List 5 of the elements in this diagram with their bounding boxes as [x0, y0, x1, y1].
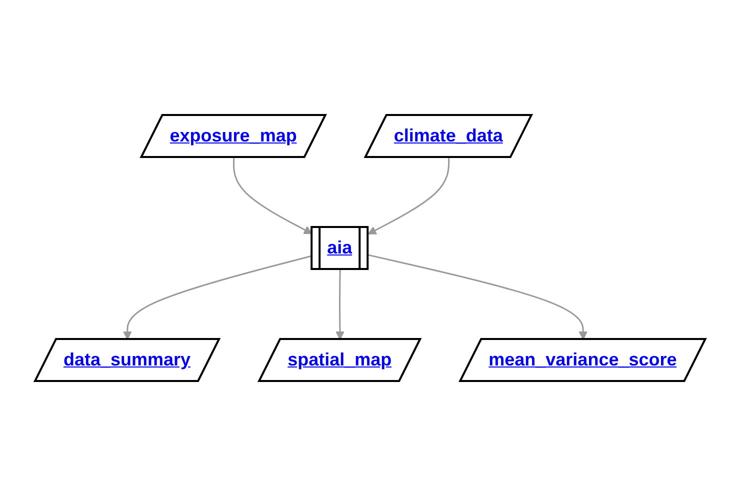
arrow: [368, 254, 588, 340]
arrow: [335, 269, 344, 340]
arrow: [122, 255, 312, 340]
arrow: [232, 157, 312, 234]
arrow: [368, 157, 450, 234]
